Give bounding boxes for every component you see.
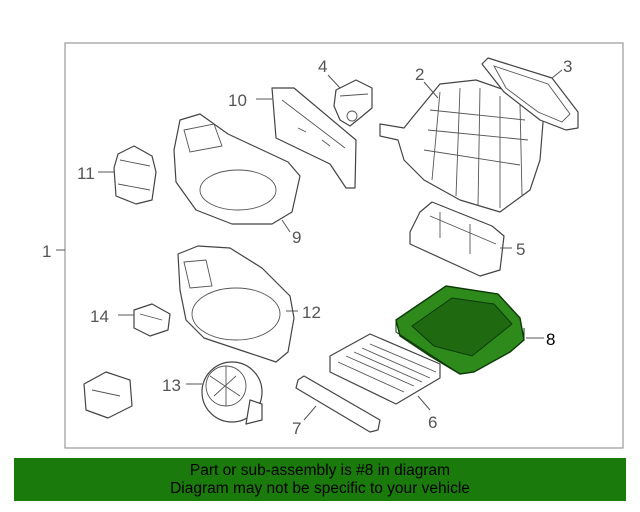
part-4-actuator[interactable] <box>333 79 373 127</box>
part-12-blower-housing[interactable] <box>177 245 295 363</box>
info-banner: Part or sub-assembly is #8 in diagram Di… <box>14 458 626 501</box>
part-11-resistor[interactable] <box>113 145 157 205</box>
part-7-seal-strip[interactable] <box>295 375 381 433</box>
banner-line-1: Part or sub-assembly is #8 in diagram <box>189 461 451 479</box>
callout-10: 10 <box>228 91 247 110</box>
part-5-filter-cover[interactable] <box>409 201 505 277</box>
callout-7: 7 <box>292 419 301 438</box>
callout-12: 12 <box>302 303 321 322</box>
part-9-blower-case[interactable] <box>173 113 301 225</box>
callout-2: 2 <box>415 65 424 84</box>
callout-8: 8 <box>546 330 555 349</box>
callout-1: 1 <box>42 242 51 261</box>
part-10-panel[interactable] <box>271 87 357 189</box>
callout-11: 11 <box>77 164 95 183</box>
part-14-connector[interactable] <box>133 303 171 337</box>
callout-4: 4 <box>318 57 327 76</box>
banner-line-2: Diagram may not be specific to your vehi… <box>170 479 470 497</box>
callout-5: 5 <box>516 240 525 259</box>
callout-14: 14 <box>90 307 109 326</box>
bracket-unlabeled[interactable] <box>83 371 133 419</box>
callout-3: 3 <box>563 57 572 76</box>
callout-9: 9 <box>292 228 301 247</box>
part-13-blower-motor[interactable] <box>201 361 263 425</box>
callout-6: 6 <box>428 413 437 432</box>
part-3-seal[interactable] <box>481 57 579 131</box>
part-8-filter-housing-highlighted[interactable] <box>395 285 525 375</box>
part-2-housing[interactable] <box>379 79 545 213</box>
callout-13: 13 <box>162 376 181 395</box>
part-6-cabin-filter[interactable] <box>329 333 441 405</box>
